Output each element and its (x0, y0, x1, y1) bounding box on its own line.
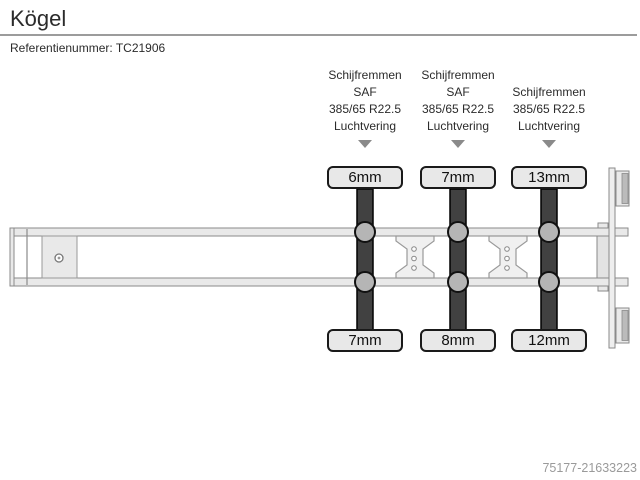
axle-1-hub-top (354, 221, 376, 243)
crossmember-plate-1 (395, 235, 435, 279)
rear-bumper-assembly (596, 167, 630, 349)
down-arrow-icon (451, 140, 465, 148)
axle-3-hub-bottom (538, 271, 560, 293)
axle-2-brand: SAF (446, 85, 470, 99)
axle-3 (538, 188, 560, 331)
axle-2-brakes: Schijfremmen (421, 68, 495, 82)
axle-3-hub-top (538, 221, 560, 243)
axle-2 (447, 188, 469, 331)
axle-1-tread-bottom-label: 7mm (327, 329, 403, 352)
axle-2-suspension: Luchtvering (426, 119, 490, 133)
axle-3-bar (540, 188, 558, 331)
axle-1 (354, 188, 376, 331)
ad-id-watermark: 75177-21633223 (542, 461, 637, 475)
axle-3-brakes: Schijfremmen (512, 85, 586, 99)
crossmember-plate-2 (488, 235, 528, 279)
axle-2-specs: Schijfremmen SAF 385/65 R22.5 Luchtverin… (412, 67, 504, 148)
axle-3-suspension: Luchtvering (517, 119, 581, 133)
axle-2-tread-bottom-label: 8mm (420, 329, 496, 352)
axle-3-tread-bottom-label: 12mm (511, 329, 587, 352)
axle-1-tires: 385/65 R22.5 (328, 102, 402, 116)
axle-1-bar (356, 188, 374, 331)
rear-light-top (615, 170, 630, 207)
axle-1-specs: Schijfremmen SAF 385/65 R22.5 Luchtverin… (319, 67, 411, 148)
rear-light-bottom (615, 307, 630, 344)
axle-2-hub-bottom (447, 271, 469, 293)
down-arrow-icon (542, 140, 556, 148)
axle-2-tread-top-label: 7mm (420, 166, 496, 189)
axle-3-tread-top-label: 13mm (511, 166, 587, 189)
axle-3-tires: 385/65 R22.5 (512, 102, 586, 116)
reference-number: Referentienummer: TC21906 (10, 41, 166, 55)
axle-1-tread-top-label: 6mm (327, 166, 403, 189)
rear-bumper-bar (608, 167, 616, 349)
axle-1-hub-bottom (354, 271, 376, 293)
axle-2-tires: 385/65 R22.5 (421, 102, 495, 116)
page-title: Kögel (10, 6, 67, 31)
axle-2-hub-top (447, 221, 469, 243)
axle-3-specs: Schijfremmen 385/65 R22.5 Luchtvering (503, 84, 595, 148)
axle-1-suspension: Luchtvering (333, 119, 397, 133)
axle-1-brakes: Schijfremmen (328, 68, 402, 82)
axle-2-bar (449, 188, 467, 331)
chassis-frame (9, 167, 630, 349)
front-edge (9, 227, 15, 287)
axle-1-brand: SAF (353, 85, 377, 99)
kingpin-plate (41, 235, 78, 279)
title-divider (0, 34, 637, 36)
down-arrow-icon (358, 140, 372, 148)
